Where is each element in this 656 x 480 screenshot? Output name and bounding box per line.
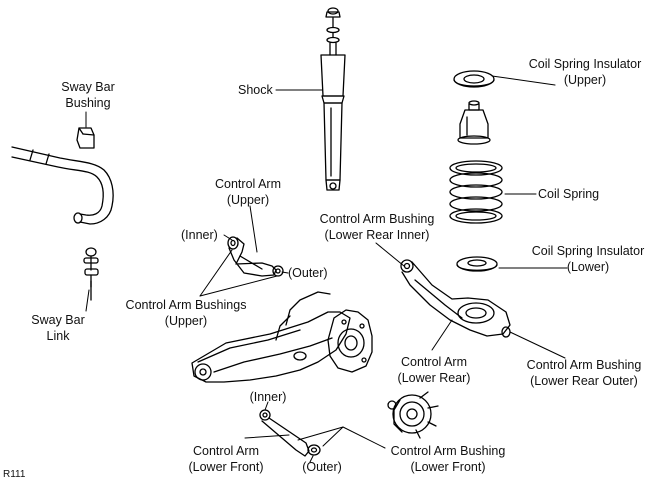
leader-lines: [85, 75, 568, 463]
label-control-arm-lower-front: Control Arm (Lower Front): [188, 444, 264, 474]
figure-code: R111: [3, 469, 26, 480]
sway-bar-bushing-drawing: [76, 127, 95, 149]
label-inner-upper: (Inner): [181, 228, 218, 242]
label-coil-spring: Coil Spring: [538, 187, 600, 201]
label-inner-lower: (Inner): [249, 390, 287, 404]
sway-bar-link-drawing: [83, 247, 99, 301]
control-arm-lower-rear-drawing: [400, 259, 511, 338]
label-control-arm-bushing-lower-rear-outer: Control Arm Bushing (Lower Rear Outer): [526, 358, 642, 388]
label-outer-lower: (Outer): [302, 460, 342, 474]
control-arm-upper-drawing: [227, 236, 284, 277]
label-control-arm-lower-rear: Control Arm (Lower Rear): [397, 355, 471, 385]
label-sway-bar-link: Sway Bar Link: [31, 313, 85, 343]
subframe-drawing: [191, 291, 351, 383]
hub-assembly-drawing: [387, 391, 439, 439]
knuckle-drawing: [327, 309, 373, 373]
label-sway-bar-bushing: Sway Bar Bushing: [61, 80, 115, 110]
coil-spring-insulator-upper-drawing: [453, 70, 495, 88]
label-outer-upper: (Outer): [288, 266, 328, 280]
shock-drawing: [320, 7, 346, 191]
sway-bar-drawing: [11, 146, 114, 225]
label-control-arm-bushing-lower-rear-inner: Control Arm Bushing (Lower Rear Inner): [319, 212, 435, 242]
label-control-arm-bushings-upper: Control Arm Bushings (Upper): [125, 298, 247, 328]
label-coil-spring-insulator-lower: Coil Spring Insulator (Lower): [531, 244, 645, 274]
coil-spring-insulator-lower-drawing: [456, 256, 498, 272]
label-coil-spring-insulator-upper: Coil Spring Insulator (Upper): [528, 57, 642, 87]
label-control-arm-upper: Control Arm (Upper): [215, 177, 281, 207]
label-shock: Shock: [238, 83, 273, 97]
jounce-bumper-drawing: [457, 100, 491, 145]
coil-spring-drawing: [449, 160, 503, 224]
label-control-arm-bushing-lower-front: Control Arm Bushing (Lower Front): [390, 444, 506, 474]
control-arm-lower-front-drawing: [259, 409, 321, 457]
